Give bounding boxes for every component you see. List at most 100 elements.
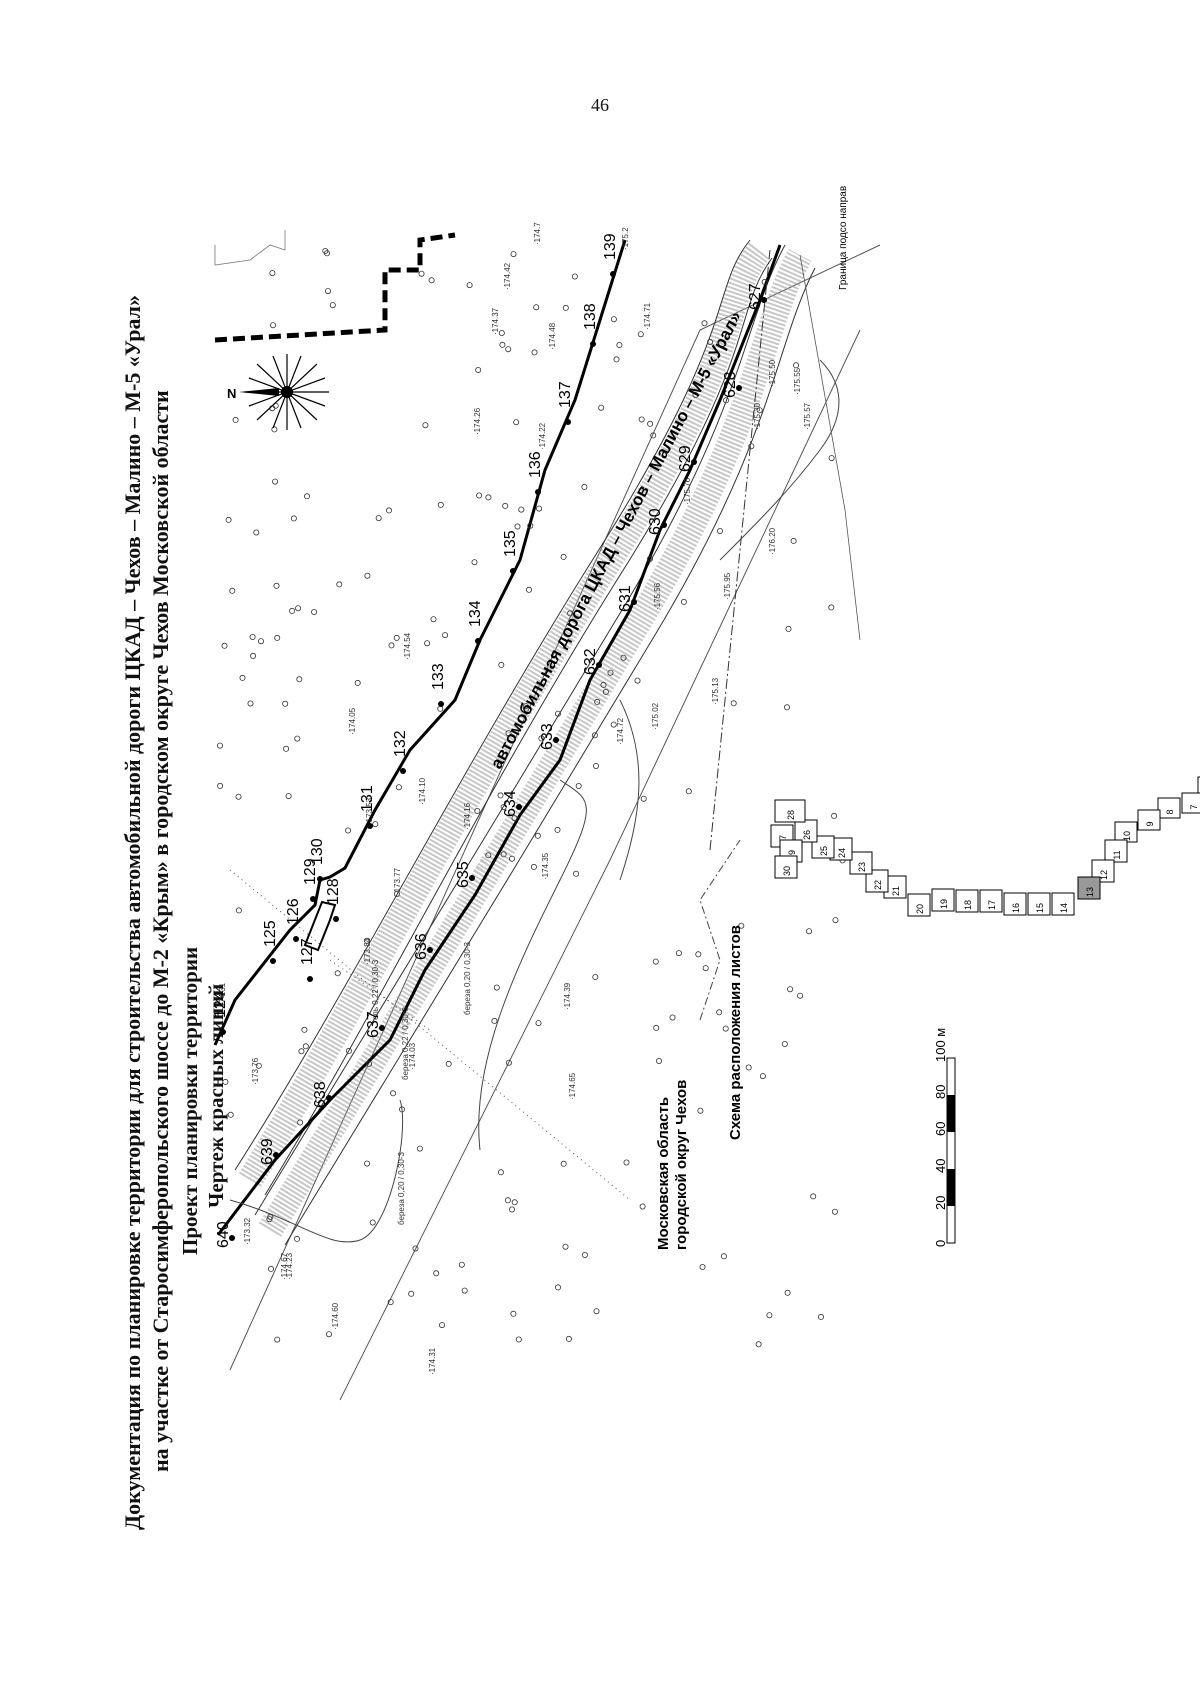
scale-label: 60 (933, 1122, 948, 1136)
tree-symbol (637, 331, 644, 338)
elevation-mark: ·174.16 (463, 802, 472, 830)
sheet-box (774, 855, 798, 879)
red-line-vertex (273, 1152, 279, 1158)
tree-symbol (418, 270, 425, 277)
sheet-box (1003, 892, 1027, 916)
red-line-vertex (293, 936, 299, 942)
sheet-box (1181, 792, 1200, 814)
tree-symbol (345, 827, 352, 834)
elevation-mark: ·174.48 (548, 322, 557, 350)
road-band-lower (258, 248, 812, 1237)
tree-symbol (526, 586, 533, 593)
tree-symbol (334, 970, 341, 977)
tree-symbol (831, 1208, 838, 1215)
red-line-vertex (691, 459, 697, 465)
tree-symbol (602, 688, 609, 695)
tree-symbol (535, 1020, 542, 1027)
point-label: 636 (413, 933, 430, 960)
tree-symbol (797, 992, 804, 999)
tree-symbol (375, 515, 382, 522)
red-line-vertex (307, 976, 313, 982)
sheet-number: 10 (1122, 831, 1132, 841)
tree-symbol (832, 917, 839, 924)
tree-symbol (290, 515, 297, 522)
tree-symbol (527, 522, 534, 529)
sheet-number: 23 (857, 862, 867, 872)
sheet-number: 17 (987, 900, 997, 910)
elevation-mark: ·176.20 (768, 527, 777, 555)
point-label: 630 (647, 508, 664, 535)
sheet-number: 21 (891, 886, 901, 896)
tree-symbol (438, 1322, 445, 1329)
point-label: 637 (365, 1011, 382, 1038)
sheet-number: 12 (1099, 870, 1109, 880)
elevation-mark: ·175.30 (753, 402, 762, 430)
tree-symbol (227, 1111, 234, 1118)
tree-symbol (508, 855, 515, 862)
elevation-mark: ·175.95 (723, 572, 732, 600)
sheet-number: 14 (1059, 903, 1069, 913)
point-label: 627 (747, 283, 764, 310)
tree-symbol (567, 610, 574, 617)
elevation-mark: ·174.42 (503, 262, 512, 290)
tree-symbol (680, 598, 687, 605)
tree-symbol (720, 1253, 727, 1260)
tree-symbol (748, 443, 755, 450)
tree-symbol (325, 1331, 332, 1338)
tree-symbol (613, 356, 620, 363)
tree-symbol (437, 705, 444, 712)
municipal-boundary (214, 232, 456, 343)
red-line-vertex (310, 896, 316, 902)
tree-symbol (253, 529, 260, 536)
point-label: 634 (502, 790, 519, 817)
elevation-mark: ·173.53 (365, 797, 374, 825)
red-line-vertex (379, 1025, 385, 1031)
red-line-vertex (565, 419, 571, 425)
tree-symbol (702, 965, 709, 972)
tree-symbol (389, 1090, 396, 1097)
point-label: 131 (359, 785, 376, 812)
tree-symbol (216, 742, 223, 749)
tree-symbol (491, 1017, 498, 1024)
sheet-box (1197, 776, 1200, 800)
tree-symbol (555, 710, 562, 717)
red-line-vertex (475, 638, 481, 644)
sheet-number: 24 (837, 848, 847, 858)
tree-symbol (303, 493, 310, 500)
tree-symbol (562, 304, 569, 311)
tree-symbol (225, 516, 232, 523)
red-line-vertex (333, 916, 339, 922)
tree-symbol (428, 277, 435, 284)
point-label: 134 (467, 600, 484, 627)
elevation-mark: ·174.54 (403, 632, 412, 660)
elevation-mark: ·174.31 (218, 982, 227, 1010)
sheet-scheme-title: Схема расположения листов (727, 925, 744, 1140)
tree-symbol (235, 907, 242, 914)
tree-symbol (722, 1025, 729, 1032)
tree-symbol (505, 730, 512, 737)
tree-symbol (273, 582, 280, 589)
tree-symbol (475, 366, 482, 373)
tree-symbol (793, 362, 800, 369)
tree-symbol (274, 1336, 281, 1343)
tree-symbol (565, 1335, 572, 1342)
tree-symbol (505, 1059, 512, 1066)
elevation-mark: ·174.10 (418, 777, 427, 805)
tree-symbol (616, 341, 623, 348)
red-line-vertex (736, 385, 742, 391)
point-label: 628 (722, 371, 739, 398)
elevation-mark: ·174.03 (408, 1042, 417, 1070)
tree-symbol (500, 804, 507, 811)
point-label: 136 (527, 451, 544, 478)
tree-symbol (282, 700, 289, 707)
sheet-number: 13 (1085, 887, 1095, 897)
elevation-mark: ·174.60 (331, 1302, 340, 1330)
tree-symbol (257, 638, 264, 645)
scale-label: 80 (933, 1085, 948, 1099)
tree-symbol (607, 669, 614, 676)
tree-symbol (295, 605, 302, 612)
tree-symbol (285, 793, 292, 800)
point-label: 133 (430, 663, 447, 690)
point-label: 638 (312, 1081, 329, 1108)
